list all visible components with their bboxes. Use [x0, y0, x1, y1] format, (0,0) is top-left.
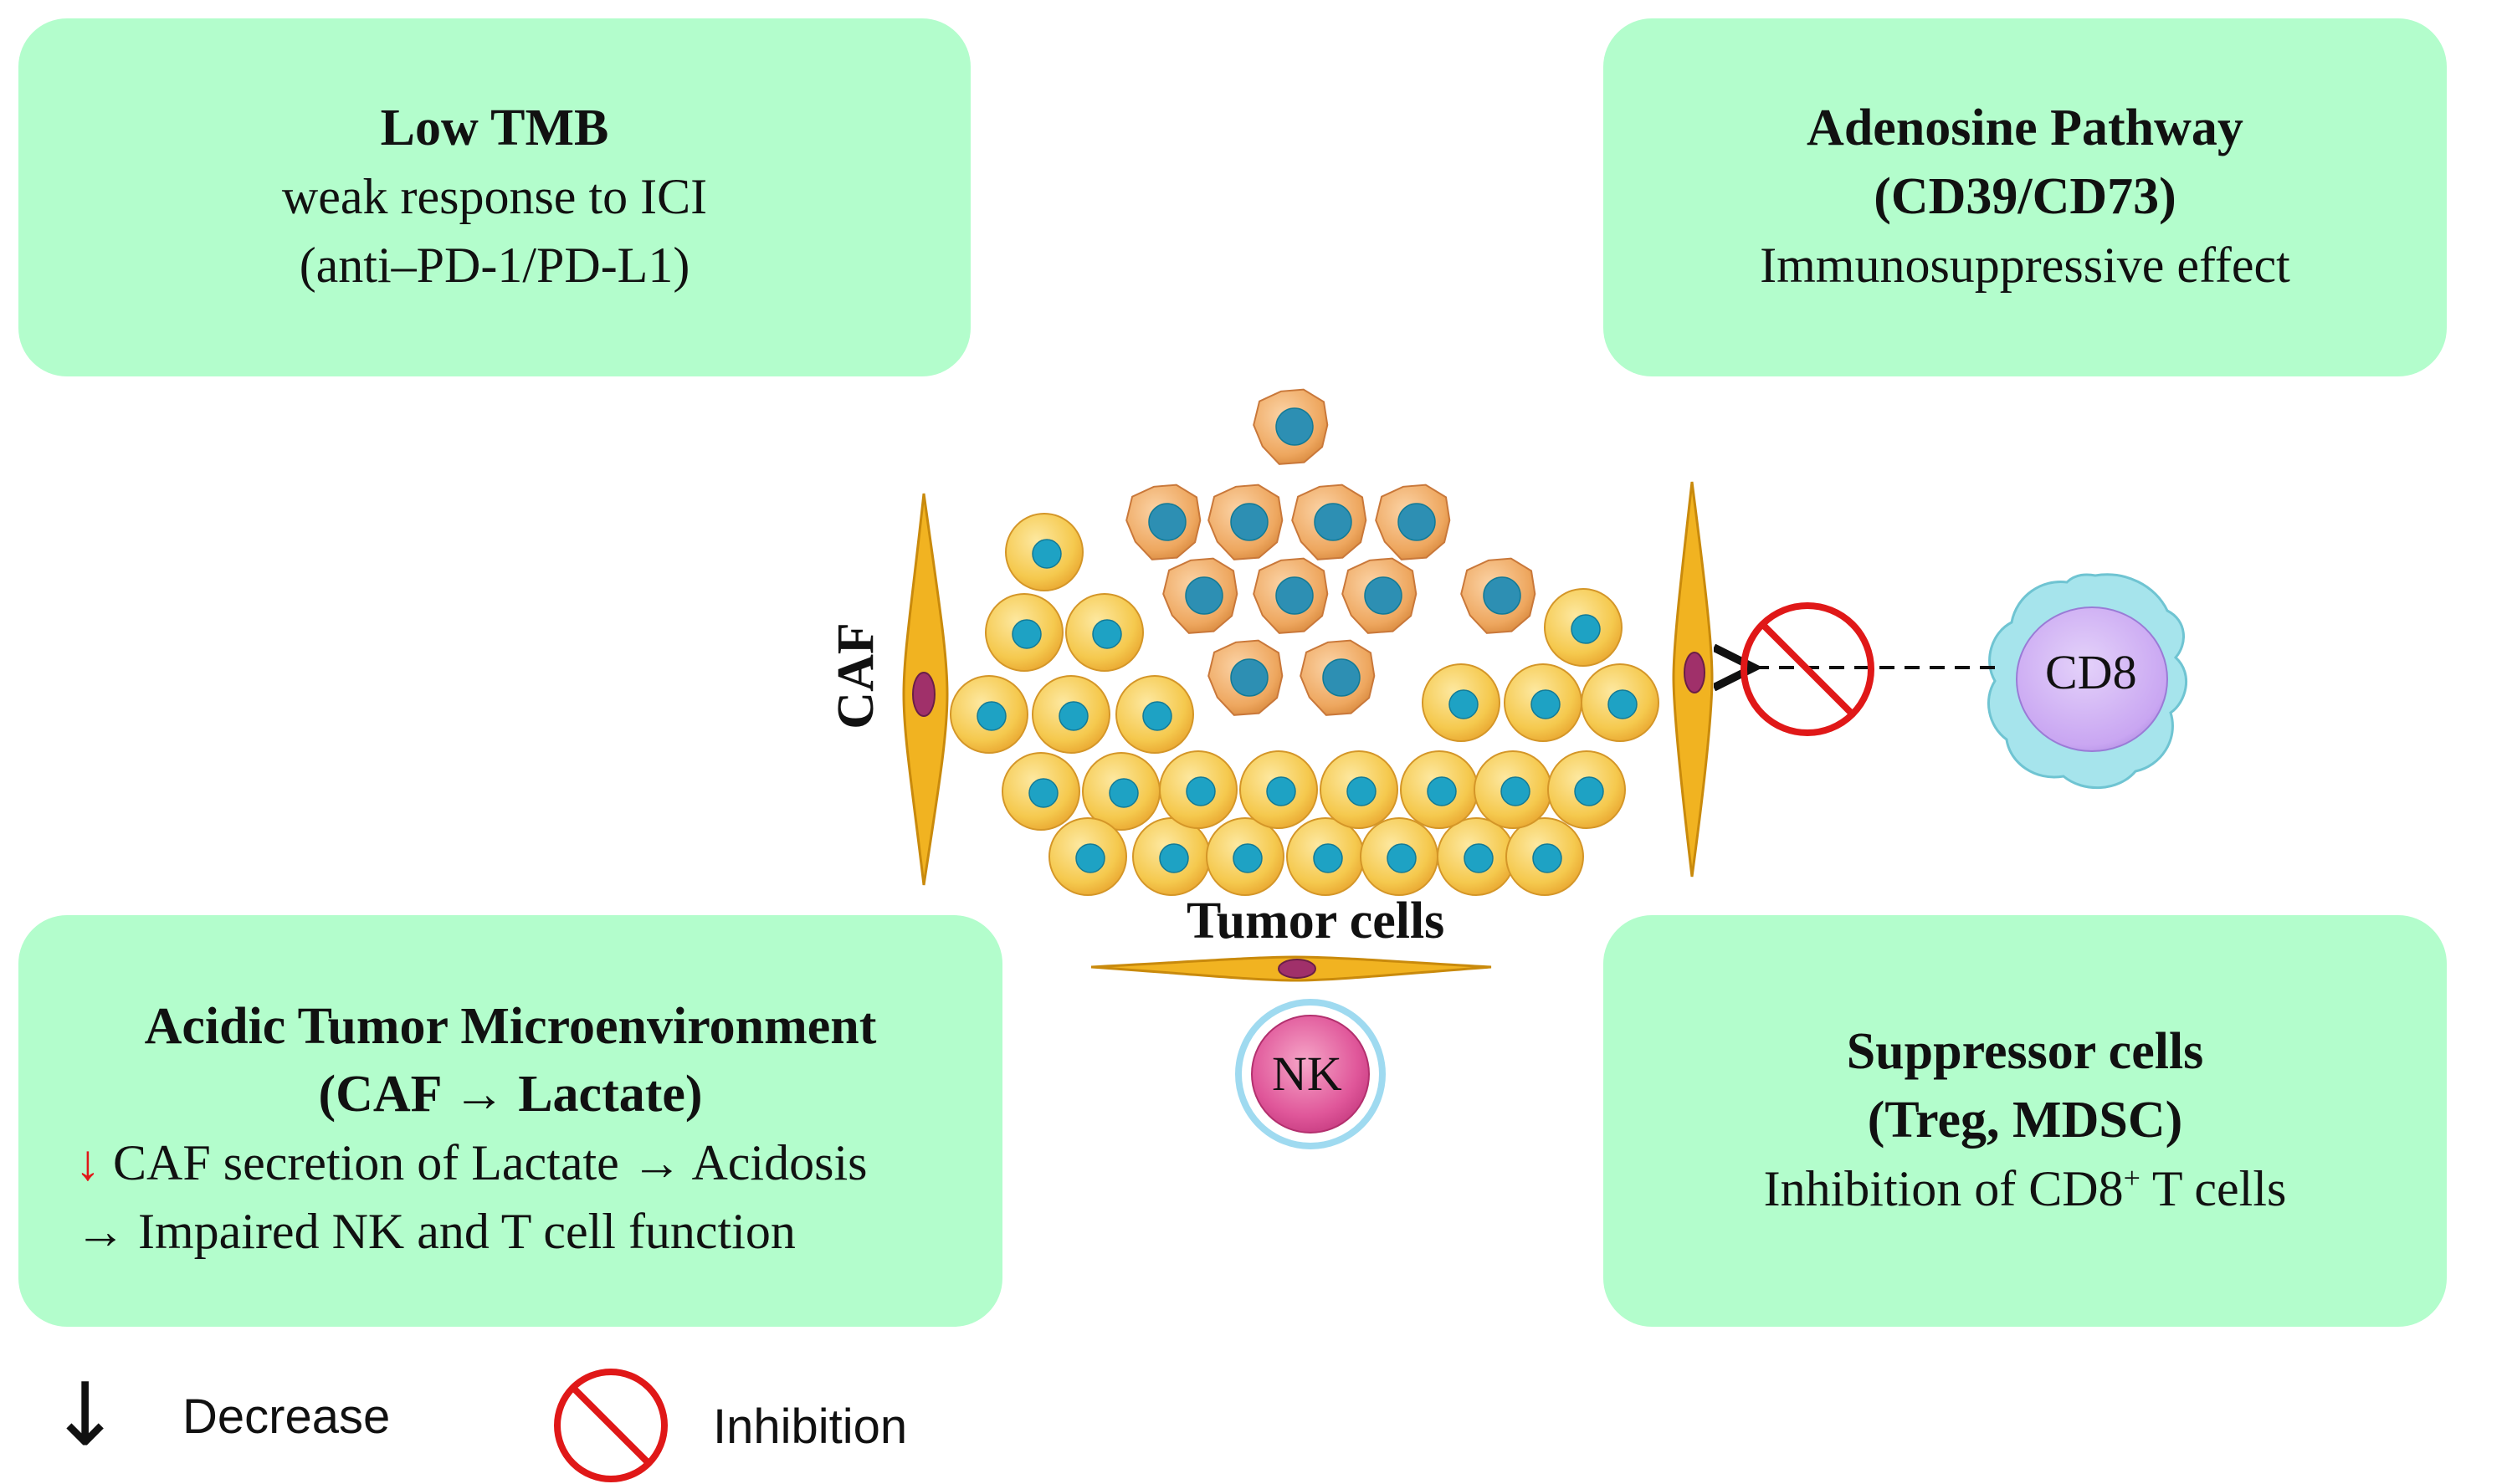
acidic-tme-title: Acidic Tumor Microenvironment	[144, 997, 877, 1055]
tumor-cell-nucleus	[1313, 843, 1343, 873]
cd8-t-cell	[1987, 573, 2188, 790]
caf-label: CAF	[828, 622, 885, 729]
legend-inhibition-icon	[554, 1369, 668, 1482]
suppressor-line1-post: T cells	[2140, 1161, 2287, 1217]
tumor-cell-nucleus	[1607, 689, 1638, 719]
caf-right-cell	[1672, 481, 1714, 878]
malignant-tumor-cell-nucleus	[1230, 503, 1269, 541]
tumor-cell-nucleus	[1159, 843, 1189, 873]
tumor-cell-nucleus	[1464, 843, 1494, 873]
tumor-cell-nucleus	[1574, 776, 1604, 806]
malignant-tumor-cell-nucleus	[1483, 576, 1521, 615]
tumor-cells-label: Tumor cells	[1187, 893, 1445, 949]
tumor-cell-nucleus	[1532, 843, 1562, 873]
legend-inhibition-label: Inhibition	[713, 1400, 908, 1454]
suppressor-title: Suppressor cells	[1846, 1023, 2204, 1081]
low-tmb-title: Low TMB	[380, 100, 609, 157]
acidic-tme-subtitle: (CAF → Lactate)	[318, 1066, 703, 1123]
cd8-label: CD8	[2045, 645, 2137, 699]
low-tmb-line1: weak response to ICI	[281, 169, 708, 225]
inhibition-sign-icon	[1741, 602, 1874, 736]
tumor-cell-nucleus	[1233, 843, 1263, 873]
low-tmb-line2: (anti–PD-1/PD-L1)	[299, 237, 690, 293]
malignant-tumor-cell-nucleus	[1148, 503, 1187, 541]
legend-decrease-icon: ↓	[49, 1364, 122, 1466]
malignant-tumor-cell-nucleus	[1230, 658, 1269, 697]
acidic-tme-line1-text: CAF secretion of Lactate → Acidosis	[113, 1135, 868, 1191]
nk-label: NK	[1272, 1046, 1342, 1101]
adenosine-line1: Immunosuppressive effect	[1760, 238, 2290, 294]
tumor-cell-nucleus	[1012, 619, 1042, 649]
tumor-cell-nucleus	[1448, 689, 1479, 719]
tumor-cell-nucleus	[1186, 776, 1216, 806]
tumor-cell-nucleus	[1028, 778, 1059, 808]
tumor-cell-nucleus	[1571, 614, 1601, 644]
nk-cell	[1235, 999, 1386, 1149]
caf-bottom-cell	[1090, 955, 1492, 982]
malignant-tumor-cell-nucleus	[1314, 503, 1352, 541]
tumor-cell-nucleus	[1075, 843, 1105, 873]
legend-decrease-label: Decrease	[182, 1389, 391, 1444]
superscript-plus: +	[2123, 1161, 2140, 1195]
malignant-tumor-cell-nucleus	[1275, 576, 1314, 615]
tumor-cell-nucleus	[1142, 701, 1172, 731]
tumor-cell-nucleus	[1092, 619, 1122, 649]
caf-left-cell	[902, 493, 949, 886]
tumor-cell-nucleus	[1109, 778, 1139, 808]
suppressor-cells-box: Suppressor cells (Treg, MDSC) Inhibition…	[1603, 915, 2447, 1327]
malignant-tumor-cell-nucleus	[1275, 407, 1314, 446]
tumor-cell-nucleus	[1346, 776, 1377, 806]
malignant-tumor-cell-nucleus	[1397, 503, 1436, 541]
acidic-tme-line1: ↓ CAF secretion of Lactate → Acidosis	[18, 1129, 867, 1198]
suppressor-line1: Inhibition of CD8+ T cells	[1764, 1155, 2287, 1224]
tumor-cell-nucleus	[1500, 776, 1530, 806]
malignant-tumor-cell-nucleus	[1364, 576, 1402, 615]
tumor-cell-cluster	[950, 388, 1659, 896]
suppressor-subtitle: (Treg, MDSC)	[1867, 1092, 2183, 1149]
tumor-cell-nucleus	[1427, 776, 1457, 806]
malignant-tumor-cell-nucleus	[1185, 576, 1223, 615]
tumor-cell-nucleus	[1059, 701, 1089, 731]
tumor-cell-nucleus	[1530, 689, 1561, 719]
adenosine-box: Adenosine Pathway (CD39/CD73) Immunosupp…	[1603, 18, 2447, 376]
malignant-tumor-cell-nucleus	[1322, 658, 1361, 697]
tumor-cell-nucleus	[977, 701, 1007, 731]
tumor-cell-nucleus	[1387, 843, 1417, 873]
acidic-tme-line2: → Impaired NK and T cell function	[75, 1203, 796, 1259]
tumor-cell-nucleus	[1032, 539, 1062, 569]
low-tmb-box: Low TMB weak response to ICI (anti–PD-1/…	[18, 18, 971, 376]
tumor-cell-nucleus	[1266, 776, 1296, 806]
acidic-tme-box: Acidic Tumor Microenvironment (CAF → Lac…	[18, 915, 1002, 1327]
adenosine-subtitle: (CD39/CD73)	[1874, 168, 2176, 226]
decrease-arrow-icon: ↓	[75, 1135, 100, 1191]
suppressor-line1-text: Inhibition of CD8	[1763, 1161, 2124, 1217]
adenosine-title: Adenosine Pathway	[1807, 100, 2243, 157]
